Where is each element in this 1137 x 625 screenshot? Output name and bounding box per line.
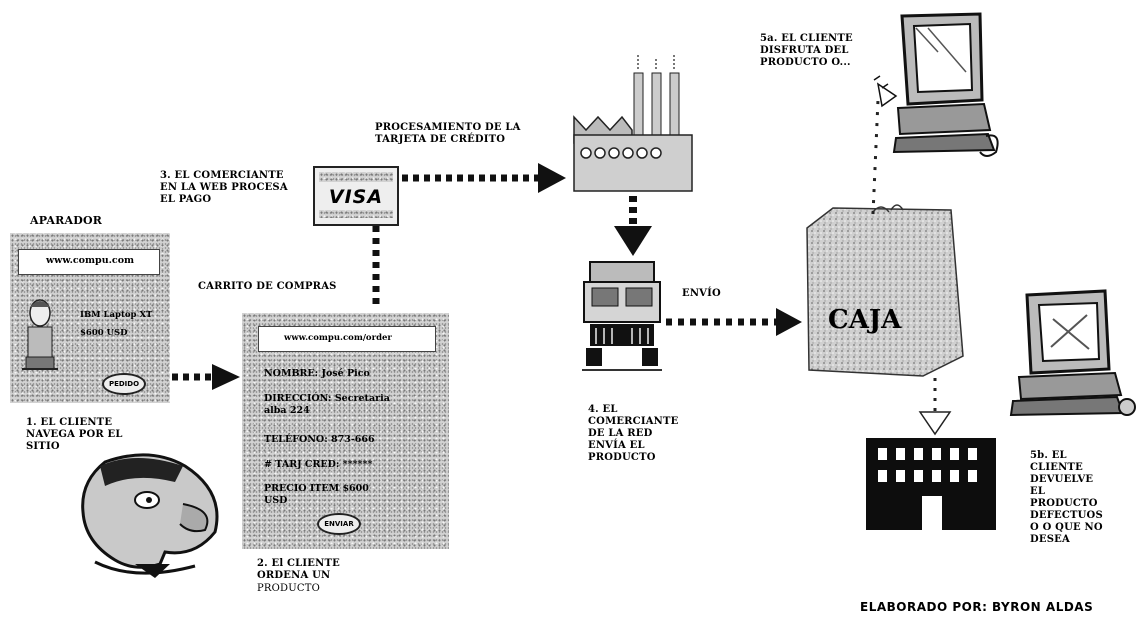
arrow-box-to-building	[920, 378, 950, 434]
arrow-storefront-to-form	[172, 364, 240, 390]
arrow-truck-to-box	[666, 308, 802, 336]
arrow-box-to-computer	[873, 100, 878, 214]
arrow-card-to-factory	[402, 163, 566, 193]
arrow-factory-to-truck	[614, 196, 652, 256]
